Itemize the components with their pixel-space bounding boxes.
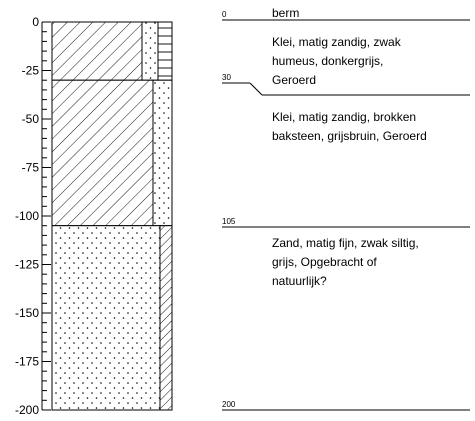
- layer-description-line: Klei, matig zandig, zwak: [272, 35, 402, 49]
- layer-description-line: grijs, Opgebracht of: [272, 255, 377, 269]
- layer-description-line: natuurlijk?: [272, 274, 327, 288]
- layer-dots-fill: [141, 21, 159, 81]
- layer-hatch-fill: [51, 79, 154, 227]
- bottom-depth-label: 200: [222, 400, 236, 409]
- layer-top-depth-label: 105: [222, 217, 236, 226]
- layer-description-line: berm: [272, 6, 299, 20]
- layer-top-depth-label: 30: [222, 73, 231, 82]
- axis-tick-label: -25: [22, 64, 40, 78]
- layer-boundary-connector: [249, 82, 263, 96]
- layer-description-line: Zand, matig fijn, zwak siltig,: [272, 236, 419, 250]
- axis-tick-label: -50: [22, 112, 40, 126]
- axis-tick-label: -125: [15, 258, 39, 272]
- layer-dots-fill: [152, 79, 173, 227]
- layer-top-depth-label: 0: [222, 10, 227, 19]
- layer-description-line: baksteen, grijsbruin, Geroerd: [272, 129, 427, 143]
- layer-description-line: Geroerd: [272, 73, 316, 87]
- layer-description-line: Klei, matig zandig, brokken: [272, 110, 416, 124]
- depth-axis: 0 -25 -50 -75 -100 -125 -150 -175 -200: [15, 15, 51, 417]
- axis-tick-label: -150: [15, 306, 39, 320]
- layer-hatch-fill: [159, 225, 173, 411]
- axis-tick-label: -100: [15, 209, 39, 223]
- column-border: [51, 21, 173, 411]
- axis-tick-label: -200: [15, 403, 39, 417]
- layer-horizontal-fill: [157, 21, 173, 81]
- axis-tick-label: 0: [32, 15, 39, 29]
- layer-dots-fill: [51, 225, 161, 411]
- axis-tick-label: -175: [15, 355, 39, 369]
- soil-column: [51, 21, 173, 411]
- layer-description-line: humeus, donkergrijs,: [272, 54, 383, 68]
- layer-hatch-fill: [51, 21, 143, 81]
- axis-tick-label: -75: [22, 161, 40, 175]
